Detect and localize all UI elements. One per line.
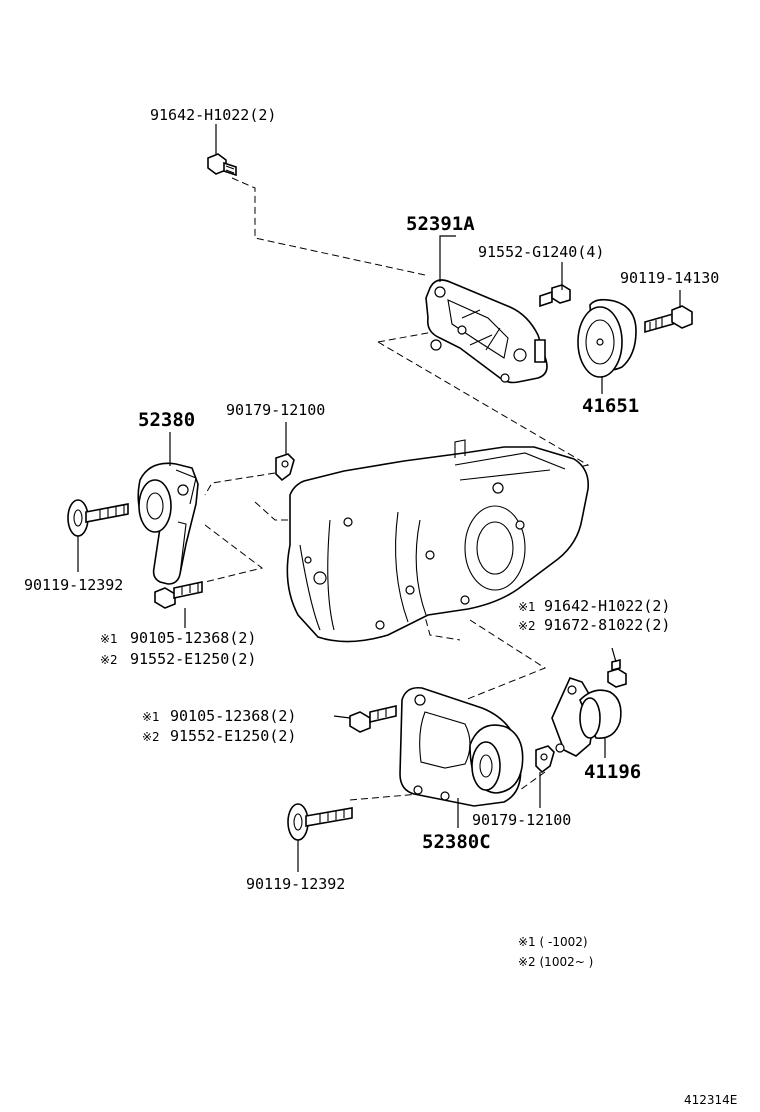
leader-lines xyxy=(77,124,681,872)
label-bolt-front-2[interactable]: 91552-E1250(2) xyxy=(170,727,296,745)
damper-41196[interactable] xyxy=(551,677,622,757)
clip-90179-front[interactable] xyxy=(535,745,555,774)
label-bolt-right-2[interactable]: 91672-81022(2) xyxy=(544,616,670,634)
clip-90179-left[interactable] xyxy=(275,453,295,482)
note-range-2: ※2 (1002~ ) xyxy=(518,955,593,969)
label-stud-front[interactable]: 90119-12392 xyxy=(246,875,345,893)
label-bolt-90119-14130[interactable]: 90119-14130 xyxy=(620,269,719,287)
bracket-52391a[interactable] xyxy=(425,279,548,384)
note-range-1: ※1 ( -1002) xyxy=(518,935,588,949)
label-bolt-front-1[interactable]: 90105-12368(2) xyxy=(170,707,296,725)
differential-housing[interactable] xyxy=(286,439,590,643)
mount-52380[interactable] xyxy=(137,462,199,585)
bolt-91642-right[interactable] xyxy=(607,658,627,688)
marker-1-front: ※1 xyxy=(142,710,160,724)
figure-code: 412314E xyxy=(684,1093,737,1107)
label-clip-front[interactable]: 90179-12100 xyxy=(472,811,571,829)
label-bolt-top[interactable]: 91642-H1022(2) xyxy=(150,106,276,124)
stud-90119-front[interactable] xyxy=(287,803,353,841)
marker-2-front: ※2 xyxy=(142,730,160,744)
label-bolt-left-2[interactable]: 91552-E1250(2) xyxy=(130,650,256,668)
label-clip-left[interactable]: 90179-12100 xyxy=(226,401,325,419)
label-damper-41651[interactable]: 41651 xyxy=(582,395,639,417)
marker-1-right: ※1 xyxy=(518,600,536,614)
label-mount-52380[interactable]: 52380 xyxy=(138,409,195,431)
mount-52380c[interactable] xyxy=(399,686,524,807)
marker-1-left: ※1 xyxy=(100,632,118,646)
stud-90119-left[interactable] xyxy=(67,499,129,537)
bolt-91552-g1240[interactable] xyxy=(539,284,571,308)
bolt-91642-top[interactable] xyxy=(207,153,237,177)
label-stud-left[interactable]: 90119-12392 xyxy=(24,576,123,594)
damper-41651[interactable] xyxy=(577,298,637,378)
bolt-90119-14130[interactable] xyxy=(644,305,693,334)
label-bolt-left-1[interactable]: 90105-12368(2) xyxy=(130,629,256,647)
label-damper-41196[interactable]: 41196 xyxy=(584,761,641,783)
label-bracket-52391a[interactable]: 52391A xyxy=(406,213,475,235)
labels: 91642-H1022(2) 52391A 91552-G1240(4) 901… xyxy=(24,106,737,1107)
label-bolt-91552-g1240[interactable]: 91552-G1240(4) xyxy=(478,243,604,261)
marker-2-left: ※2 xyxy=(100,653,118,667)
label-mount-52380c[interactable]: 52380C xyxy=(422,831,491,853)
marker-2-right: ※2 xyxy=(518,619,536,633)
bolt-90105-front[interactable] xyxy=(349,704,397,733)
label-bolt-right-1[interactable]: 91642-H1022(2) xyxy=(544,597,670,615)
bolt-90105-left[interactable] xyxy=(154,581,203,609)
